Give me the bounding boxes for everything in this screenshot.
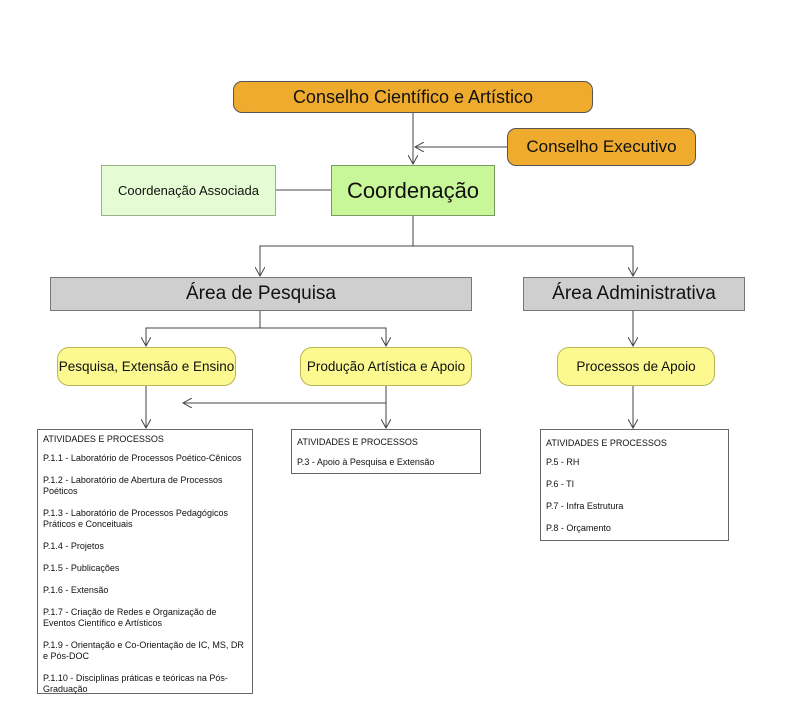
panel-heading: ATIVIDADES E PROCESSOS xyxy=(43,434,164,444)
producao-artistica-node: Produção Artística e Apoio xyxy=(300,347,472,386)
list-item: P.6 - TI xyxy=(546,479,575,489)
list-item: P.5 - RH xyxy=(546,457,580,467)
list-item: P.1.7 - Criação de Redes e Organização d… xyxy=(43,607,217,628)
list-item: P.1.3 - Laboratório de Processos Pedagóg… xyxy=(43,508,228,529)
conselho-executivo-node: Conselho Executivo xyxy=(507,128,696,166)
apoio-activities-panel: ATIVIDADES E PROCESSOS P.5 - RH P.6 - TI… xyxy=(540,429,729,541)
pesquisa-extensao-ensino-node: Pesquisa, Extensão e Ensino xyxy=(57,347,236,386)
list-item: P.1.2 - Laboratório de Abertura de Proce… xyxy=(43,475,223,496)
edge-pesquisa-subareas xyxy=(259,311,386,346)
coordenacao-associada-node: Coordenação Associada xyxy=(101,165,276,216)
conselho-executivo-label: Conselho Executivo xyxy=(526,137,677,156)
processos-apoio-label: Processos de Apoio xyxy=(576,359,696,374)
pesquisa-activities-panel: ATIVIDADES E PROCESSOS P.1.1 - Laboratór… xyxy=(37,429,253,694)
area-pesquisa-node: Área de Pesquisa xyxy=(50,277,472,311)
edge-coordenacao-areas xyxy=(412,216,633,247)
list-item: P.8 - Orçamento xyxy=(546,523,611,533)
pesquisa-extensao-ensino-label: Pesquisa, Extensão e Ensino xyxy=(58,359,235,374)
coordenacao-associada-label: Coordenação Associada xyxy=(118,183,259,198)
list-item: P.3 - Apoio à Pesquisa e Extensão xyxy=(297,457,435,467)
coordenacao-label: Coordenação xyxy=(346,177,480,203)
conselho-cientifico-label: Conselho Científico e Artístico xyxy=(292,86,534,107)
list-item: P.1.5 - Publicações xyxy=(43,563,120,573)
list-item: P.1.6 - Extensão xyxy=(43,585,109,595)
area-pesquisa-label: Área de Pesquisa xyxy=(186,283,336,304)
list-item: P.1.4 - Projetos xyxy=(43,541,104,551)
area-administrativa-node: Área Administrativa xyxy=(523,277,745,311)
panel-heading: ATIVIDADES E PROCESSOS xyxy=(297,437,418,447)
conselho-cientifico-node: Conselho Científico e Artístico xyxy=(233,81,593,113)
area-administrativa-label: Área Administrativa xyxy=(552,283,716,304)
list-item: P.7 - Infra Estrutura xyxy=(546,501,624,511)
list-item: P.1.1 - Laboratório de Processos Poético… xyxy=(43,453,242,463)
producao-artistica-label: Produção Artística e Apoio xyxy=(306,359,466,374)
processos-apoio-node: Processos de Apoio xyxy=(557,347,715,386)
coordenacao-node: Coordenação xyxy=(331,165,495,216)
list-item: P.1.9 - Orientação e Co-Orientação de IC… xyxy=(43,640,244,661)
panel-heading: ATIVIDADES E PROCESSOS xyxy=(546,438,667,448)
list-item: P.1.10 - Disciplinas práticas e teóricas… xyxy=(43,673,228,694)
producao-activities-panel: ATIVIDADES E PROCESSOS P.3 - Apoio à Pes… xyxy=(291,429,481,474)
